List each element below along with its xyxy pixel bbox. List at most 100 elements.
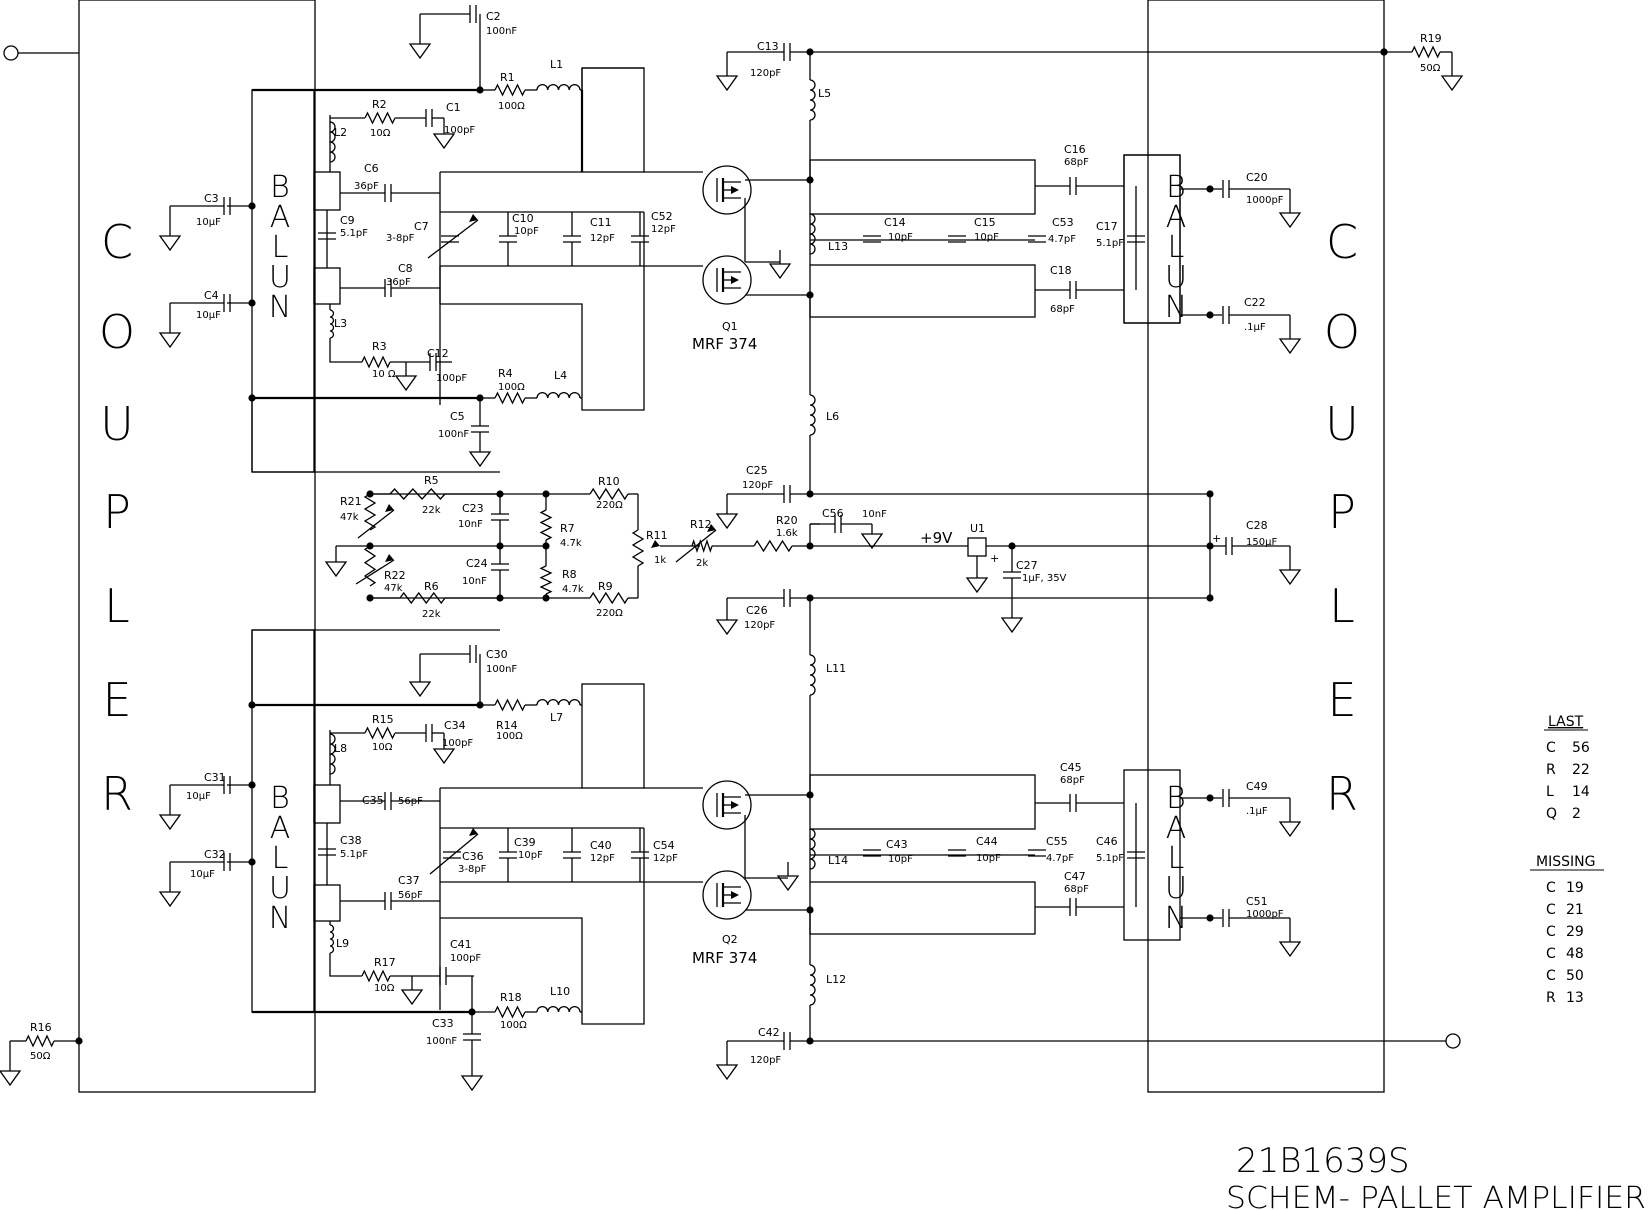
- resistor-r6: [399, 591, 446, 605]
- label-r8: R8: [562, 568, 577, 581]
- missing-table-number: 48: [1566, 946, 1584, 962]
- label-c39: C39: [514, 836, 536, 849]
- resistor-r1: [494, 83, 526, 97]
- ground-symbol: [432, 748, 456, 765]
- junction-dot: [1206, 311, 1214, 319]
- missing-table-letter: R: [1546, 990, 1556, 1006]
- value-c9: 5.1pF: [340, 228, 368, 239]
- value-c5: 100nF: [438, 429, 469, 440]
- inductor-l9: [329, 924, 335, 954]
- value-c27: 1µF, 35V: [1022, 573, 1067, 584]
- inductor-l8: [329, 733, 336, 775]
- label-l10: L10: [550, 985, 570, 998]
- ground-symbol: [1278, 338, 1302, 355]
- value-c36: 3-8pF: [458, 864, 487, 875]
- label-c51: C51: [1246, 895, 1268, 908]
- balun-top-right-letter: U: [1165, 260, 1187, 295]
- value-c42: 120pF: [750, 1055, 781, 1066]
- balun-bottom-left-letter: N: [269, 901, 291, 936]
- label-c35: C35: [362, 794, 384, 807]
- last-table-count: 56: [1572, 740, 1590, 756]
- missing-table-number: 50: [1566, 968, 1584, 984]
- label-c9: C9: [340, 214, 355, 227]
- value-c37: 56pF: [398, 890, 423, 901]
- ground-symbol: [0, 1070, 22, 1087]
- balun-top-left-letter: B: [270, 170, 290, 205]
- label-c45: C45: [1060, 761, 1082, 774]
- ground-symbol: [158, 235, 182, 252]
- value-c45: 68pF: [1060, 775, 1085, 786]
- label-c16: C16: [1064, 143, 1086, 156]
- coupler-right-letter: L: [1329, 579, 1355, 633]
- label-r3: R3: [372, 340, 387, 353]
- resistor-r19: [1411, 45, 1441, 59]
- resistor-r17: [361, 969, 391, 983]
- label-c25: C25: [746, 464, 768, 477]
- value-c53: 4.7pF: [1048, 234, 1076, 245]
- label-c33: C33: [432, 1017, 454, 1030]
- value-c40: 12pF: [590, 853, 615, 864]
- input-pad: [313, 784, 341, 824]
- input-pad: [313, 884, 341, 922]
- ground-symbol: [715, 75, 739, 92]
- missing-table-number: 13: [1566, 990, 1584, 1006]
- value-r12: 2k: [696, 558, 708, 569]
- balun-bottom-left-letter: L: [272, 841, 289, 876]
- input-pad: [313, 267, 341, 305]
- label-r20: R20: [776, 514, 798, 527]
- drawing-title: SCHEM- PALLET AMPLIFIER: [1226, 1181, 1646, 1210]
- label-r22: R22: [384, 569, 406, 582]
- value-r2: 10Ω: [370, 128, 391, 139]
- label-r5: R5: [424, 474, 439, 487]
- coupler-left-letter: R: [101, 767, 133, 821]
- inductor-l1: [536, 84, 581, 91]
- components: [0, 5, 1464, 1092]
- inductor-l5: [809, 79, 816, 121]
- ground-symbol: [715, 619, 739, 636]
- resistor-r18: [494, 1005, 526, 1019]
- label-c14: C14: [884, 216, 906, 229]
- missing-table-letter: C: [1546, 946, 1556, 962]
- resistor-r11: [631, 529, 645, 567]
- mosfet-q1: [702, 255, 752, 305]
- value-r16: 50Ω: [30, 1051, 51, 1062]
- ground-symbol: [1278, 569, 1302, 586]
- value-c46: 5.1pF: [1096, 853, 1124, 864]
- balun-top-right-letter: A: [1166, 200, 1187, 235]
- resistor-r7: [539, 509, 553, 541]
- label-c6: C6: [364, 162, 379, 175]
- resistor-r22: [363, 545, 377, 587]
- balun-bottom-right: [1123, 769, 1181, 941]
- junction-dot: [248, 299, 256, 307]
- coupler-left-letter: O: [99, 305, 135, 359]
- value-c11: 12pF: [590, 233, 615, 244]
- value-c10: 10pF: [514, 226, 539, 237]
- coupler-left-letter: E: [102, 673, 131, 727]
- ground-symbol: [408, 43, 432, 60]
- value-c2: 100nF: [486, 26, 517, 37]
- ground-symbol: [400, 989, 424, 1006]
- balun-top-right-letter: L: [1168, 230, 1185, 265]
- ground-symbol: [1278, 212, 1302, 229]
- ground-symbol: [965, 577, 989, 594]
- label-r10: R10: [598, 475, 620, 488]
- label-c23: C23: [462, 502, 484, 515]
- value-c18: 68pF: [1050, 304, 1075, 315]
- power-label: +9V: [920, 529, 953, 547]
- missing-table-letter: C: [1546, 902, 1556, 918]
- label-c34: C34: [444, 719, 466, 732]
- value-c44: 10pF: [976, 853, 1001, 864]
- label-c1: C1: [446, 101, 461, 114]
- junction-dot: [248, 202, 256, 210]
- value-c43: 10pF: [888, 854, 913, 865]
- missing-table-letter: C: [1546, 968, 1556, 984]
- value-c30: 100nF: [486, 664, 517, 675]
- title-block: 21B1639S SCHEM- PALLET AMPLIFIER: [1226, 1141, 1646, 1210]
- value-r10: 220Ω: [596, 500, 623, 511]
- label-r16: R16: [30, 1021, 52, 1034]
- inductor-l3: [329, 309, 335, 339]
- label-c26: C26: [746, 604, 768, 617]
- value-r4: 100Ω: [498, 382, 525, 393]
- label-c52: C52: [651, 210, 673, 223]
